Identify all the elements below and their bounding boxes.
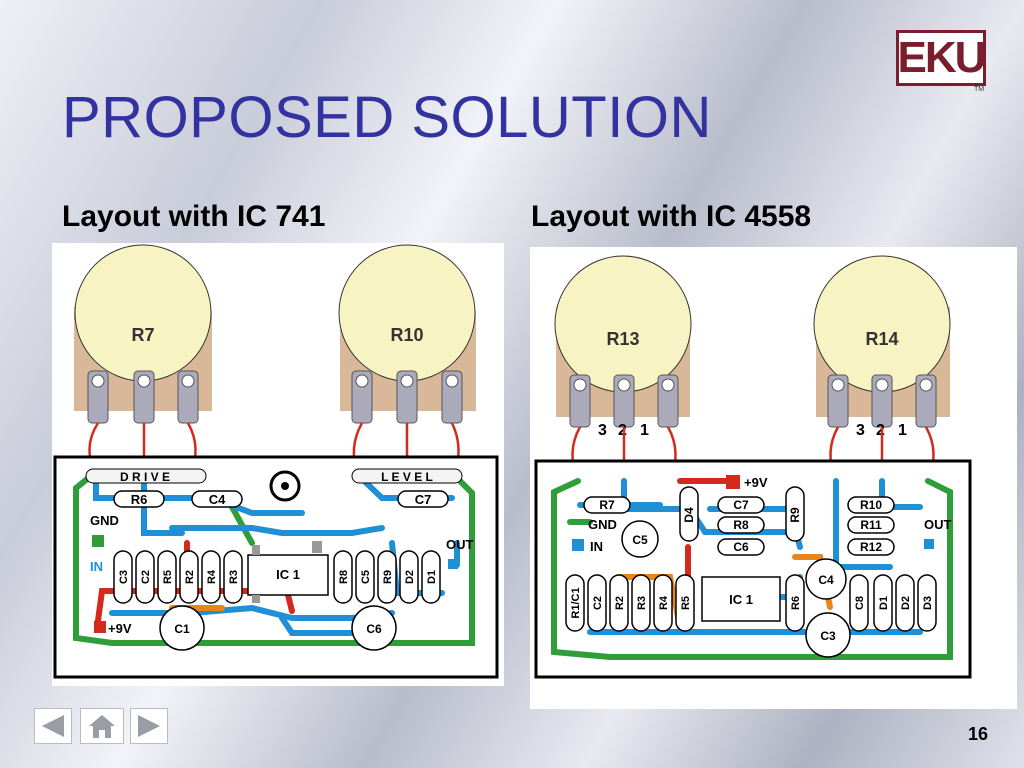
pot-r7: R7 — [74, 244, 212, 424]
part-r10: R10 — [860, 498, 882, 512]
in-label: IN — [590, 539, 603, 554]
part-c8: C8 — [854, 596, 866, 610]
part-r6: R6 — [131, 492, 148, 507]
part-d1: D1 — [426, 570, 438, 584]
part-d1: D1 — [878, 596, 890, 610]
part-r3: R3 — [228, 570, 240, 584]
part-r8: R8 — [338, 570, 350, 584]
part-c3: C3 — [820, 629, 836, 643]
part-c2: C2 — [592, 596, 604, 610]
pin-label: 2 — [618, 422, 627, 439]
part-r4: R4 — [206, 569, 218, 584]
part-r5: R5 — [680, 596, 692, 610]
pcb-layout-ic741: R7 R10 — [52, 243, 504, 686]
part-r8: R8 — [733, 518, 749, 532]
page-number: 16 — [968, 724, 989, 744]
pin-label: 1 — [898, 422, 907, 439]
out-label: OUT — [924, 517, 952, 532]
part-r5: R5 — [162, 570, 174, 584]
part-c7: C7 — [733, 498, 749, 512]
pin-label: 2 — [876, 422, 885, 439]
9v-label: +9V — [108, 621, 132, 636]
eku-logo: EKU TM — [896, 30, 992, 96]
prev-slide-button[interactable] — [34, 708, 72, 744]
part-r2: R2 — [614, 596, 626, 610]
pin-label: 3 — [856, 422, 865, 439]
pot-label: R13 — [606, 329, 639, 349]
caption-ic741: Layout with IC 741 — [62, 200, 326, 233]
part-r12: R12 — [860, 540, 882, 554]
part-r1-c1: R1/C1 — [570, 587, 582, 618]
part-r9: R9 — [788, 507, 802, 523]
part-r6: R6 — [790, 596, 802, 610]
part-d2: D2 — [900, 596, 912, 610]
pot-r13: R13 3 2 1 — [554, 255, 692, 439]
part-r9: R9 — [382, 570, 394, 584]
slide-title: PROPOSED SOLUTION — [62, 85, 712, 150]
part-c5: C5 — [360, 570, 372, 584]
out-label: OUT — [446, 537, 474, 552]
part-c3: C3 — [118, 570, 130, 584]
pcb-layout-ic4558: R13 3 2 1 R14 3 2 1 + — [530, 247, 1017, 709]
pot-label: R14 — [865, 329, 898, 349]
prev-arrow-icon — [42, 715, 64, 737]
part-c4: C4 — [209, 492, 226, 507]
pot-r14: R14 3 2 1 — [813, 255, 951, 439]
pin-label: 1 — [640, 422, 649, 439]
part-r7: R7 — [599, 498, 615, 512]
part-c2: C2 — [140, 570, 152, 584]
part-d2: D2 — [404, 570, 416, 584]
part-r3: R3 — [636, 596, 648, 610]
logo-trademark: TM — [974, 86, 985, 93]
part-c6: C6 — [733, 540, 749, 554]
next-slide-button[interactable] — [130, 708, 168, 744]
part-r2: R2 — [184, 570, 196, 584]
9v-label: +9V — [744, 475, 768, 490]
part-c5: C5 — [632, 533, 648, 547]
part-c6: C6 — [366, 622, 382, 636]
home-icon — [89, 715, 115, 738]
caption-ic4558: Layout with IC 4558 — [531, 200, 812, 233]
ic-label: IC 1 — [729, 592, 753, 607]
gnd-label: GND — [90, 513, 119, 528]
pot-label: R7 — [131, 325, 154, 345]
part-d4: D4 — [682, 507, 696, 523]
pot-r10: R10 — [338, 244, 476, 424]
part-r11: R11 — [860, 518, 882, 532]
drive-label: D R I V E — [120, 470, 170, 484]
part-c1: C1 — [174, 622, 190, 636]
part-d3: D3 — [922, 596, 934, 610]
pot-label: R10 — [390, 325, 423, 345]
pin-label: 3 — [598, 422, 607, 439]
part-r4: R4 — [658, 595, 670, 610]
level-label: L E V E L — [381, 470, 433, 484]
ic-label: IC 1 — [276, 567, 300, 582]
in-label: IN — [90, 559, 103, 574]
part-c4: C4 — [818, 573, 834, 587]
part-c7: C7 — [415, 492, 432, 507]
next-arrow-icon — [138, 715, 160, 737]
gnd-label: GND — [588, 517, 617, 532]
home-button[interactable] — [80, 708, 124, 744]
logo-text: EKU — [897, 33, 987, 82]
